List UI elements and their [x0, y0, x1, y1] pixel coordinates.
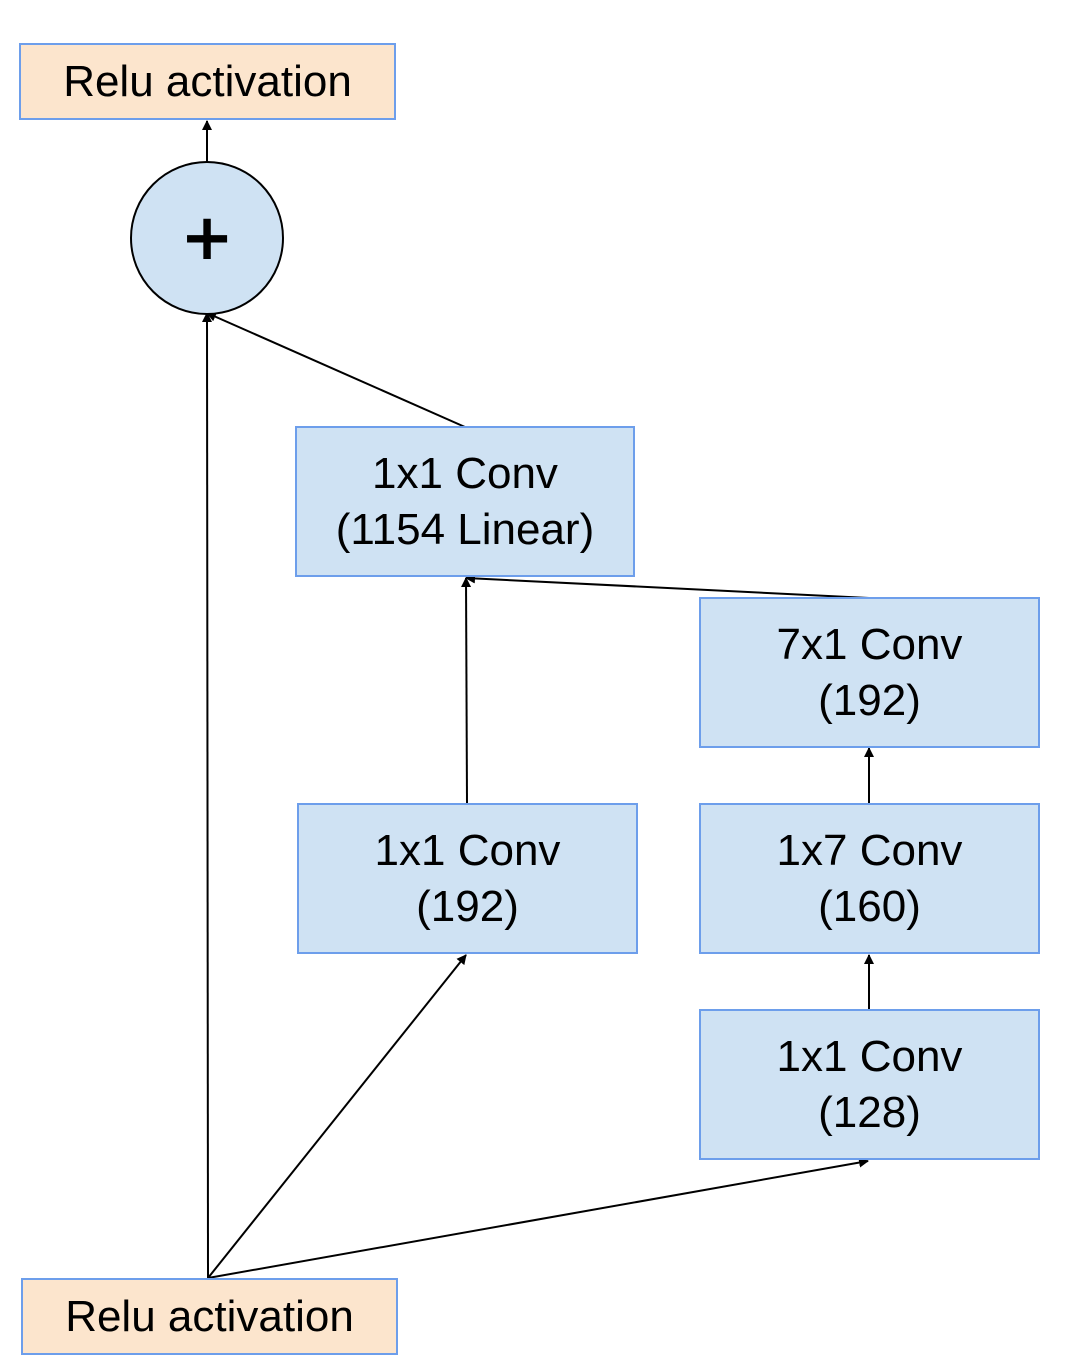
- conv-mid-title: 1x1 Conv: [374, 825, 561, 875]
- conv-7x1-detail: (192): [818, 675, 921, 725]
- arrow-conv-7x1-to-conv-linear: [465, 573, 870, 599]
- conv-1x7-detail: (160): [818, 881, 921, 931]
- conv-1x1-right-box: 1x1 Conv (128): [699, 1009, 1040, 1160]
- arrow-conv-linear-to-sum: [206, 312, 466, 428]
- relu-activation-bottom: Relu activation: [21, 1278, 398, 1355]
- relu-activation-top-label: Relu activation: [63, 56, 352, 106]
- conv-linear-detail: (1154 Linear): [335, 504, 595, 554]
- conv-linear-title: 1x1 Conv: [372, 448, 558, 498]
- arrow-relu-bottom-to-sum: [202, 312, 213, 1279]
- arrow-relu-bottom-to-conv-right: [207, 1157, 869, 1279]
- conv-1x1-mid-box: 1x1 Conv (192): [297, 803, 638, 954]
- arrow-relu-bottom-to-conv-mid: [207, 954, 467, 1279]
- conv-right-detail: (128): [818, 1087, 921, 1137]
- conv-mid-detail: (192): [416, 881, 519, 931]
- relu-activation-bottom-label: Relu activation: [65, 1291, 354, 1341]
- conv-1x1-linear-box: 1x1 Conv (1154 Linear): [295, 426, 635, 577]
- conv-right-title: 1x1 Conv: [776, 1031, 963, 1081]
- plus-icon: +: [180, 201, 234, 275]
- conv-1x7-box: 1x7 Conv (160): [699, 803, 1040, 954]
- relu-activation-top: Relu activation: [19, 43, 396, 120]
- arrow-conv-mid-to-conv-linear: [461, 577, 472, 804]
- addition-node: +: [130, 161, 284, 315]
- conv-7x1-box: 7x1 Conv (192): [699, 597, 1040, 748]
- conv-7x1-title: 7x1 Conv: [776, 619, 963, 669]
- conv-1x7-title: 1x7 Conv: [776, 825, 963, 875]
